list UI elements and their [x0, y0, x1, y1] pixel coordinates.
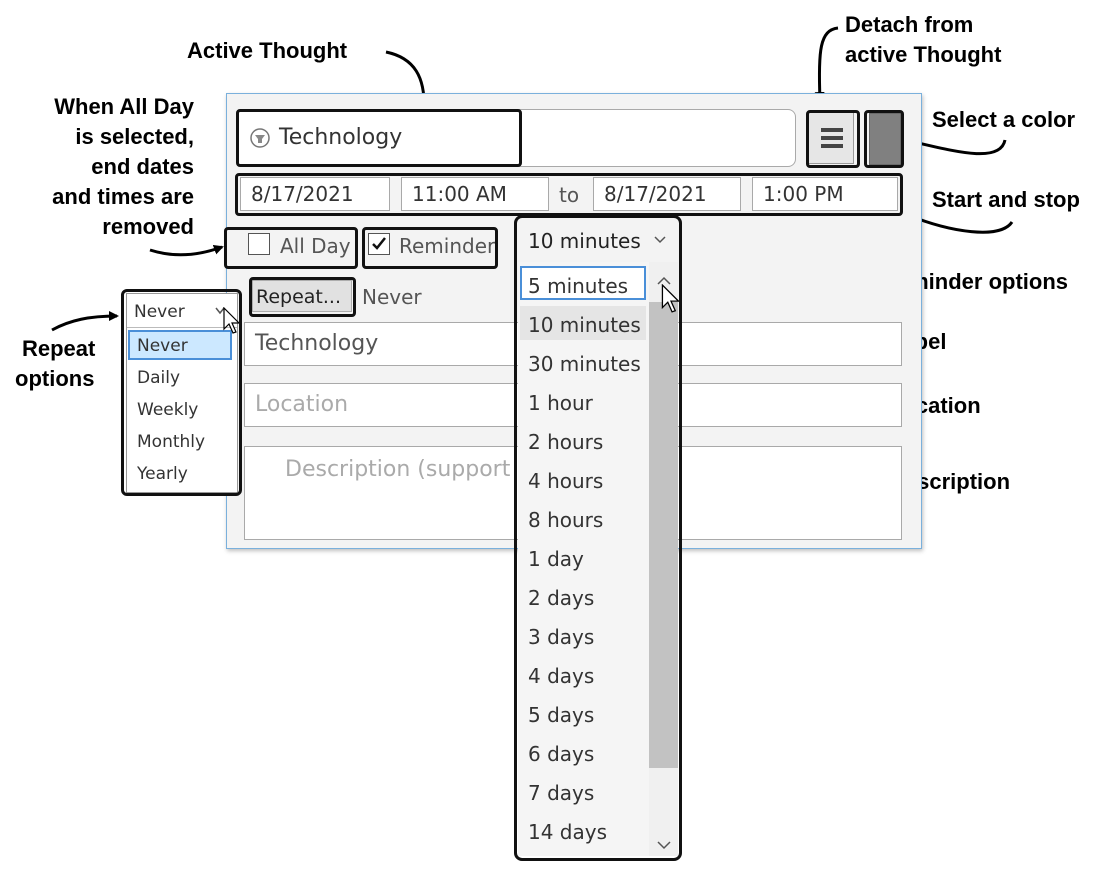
thought-icon — [250, 128, 270, 148]
repeat-option[interactable]: Weekly — [137, 400, 199, 420]
dropdown-item[interactable]: 5 days — [528, 703, 595, 727]
scroll-down-icon[interactable] — [657, 840, 671, 850]
arrow-all-day — [149, 245, 224, 257]
callout-all-day — [224, 227, 358, 269]
arrow-repeat-options — [51, 311, 119, 332]
annotation-repeat-line1: Repeat — [22, 336, 96, 361]
callout-start-stop — [235, 173, 903, 216]
repeat-dropdown: Never Never Daily Weekly Monthly Yearly — [126, 293, 238, 493]
end-date-field[interactable]: 8/17/2021 — [593, 177, 741, 211]
annotation-detach-line2: active Thought — [845, 42, 1002, 67]
start-date-field[interactable]: 8/17/2021 — [240, 177, 390, 211]
all-day-checkbox[interactable]: All Day — [246, 231, 356, 261]
repeat-option[interactable]: Daily — [137, 368, 181, 388]
annotation-detach-line1: Detach from — [845, 12, 974, 37]
reminder-combo[interactable]: 10 minutes — [518, 219, 678, 261]
dropdown-item[interactable]: 5 minutes — [528, 274, 629, 298]
repeat-option[interactable]: Monthly — [137, 432, 206, 452]
reminder-checkbox[interactable]: Reminder — [366, 231, 496, 261]
dropdown-item-hover — [520, 306, 646, 340]
repeat-value: Never — [362, 285, 422, 309]
repeat-option[interactable]: Yearly — [137, 464, 188, 484]
callout-repeat-button — [249, 277, 356, 317]
scrollbar-thumb[interactable] — [649, 302, 678, 768]
callout-repeat-dropdown — [121, 289, 242, 496]
dropdown-item[interactable]: 7 days — [528, 781, 595, 805]
annotation-select-color: Select a color — [932, 107, 1076, 132]
dropdown-item[interactable]: 30 minutes — [528, 352, 641, 376]
mouse-cursor-icon — [223, 307, 241, 334]
color-swatch-button[interactable] — [869, 113, 901, 165]
mouse-cursor-icon — [661, 284, 681, 313]
dropdown-item[interactable]: 3 days — [528, 625, 595, 649]
annotation-repeat-line2: options — [15, 366, 95, 391]
menu-icon — [821, 128, 843, 148]
repeat-combo[interactable]: Never — [127, 294, 237, 328]
to-label: to — [559, 183, 580, 207]
chevron-down-icon — [215, 307, 225, 315]
annotation-start-stop: Start and stop — [932, 187, 1080, 212]
start-time-field[interactable]: 11:00 AM — [401, 177, 549, 211]
dropdown-item[interactable]: 1 hour — [528, 391, 593, 415]
dropdown-item-focus — [520, 266, 646, 300]
arrow-detach — [814, 26, 839, 102]
repeat-option[interactable]: Never — [137, 336, 188, 356]
all-day-label: All Day — [280, 234, 351, 258]
dropdown-item[interactable]: 4 hours — [528, 469, 604, 493]
dropdown-item[interactable]: 14 days — [528, 820, 608, 844]
annotation-active-thought: Active Thought — [187, 38, 348, 63]
callout-reminder-dropdown — [514, 215, 682, 861]
callout-detach — [806, 110, 860, 168]
active-thought-name: Technology — [279, 125, 403, 150]
callout-reminder — [362, 227, 498, 269]
repeat-item-selected — [128, 330, 232, 360]
dropdown-item[interactable]: 2 days — [528, 586, 595, 610]
dropdown-item[interactable]: 2 hours — [528, 430, 604, 454]
all-day-box — [248, 233, 270, 255]
repeat-button[interactable]: Repeat... — [252, 280, 352, 312]
callout-active-thought — [236, 109, 522, 167]
end-time-field[interactable]: 1:00 PM — [752, 177, 898, 211]
reminder-scrollbar[interactable] — [649, 262, 678, 856]
reminder-dropdown-list: 5 minutes 10 minutes 30 minutes 1 hour 2… — [518, 262, 678, 856]
callout-color — [864, 110, 904, 168]
dropdown-item[interactable]: 4 days — [528, 664, 595, 688]
dropdown-item[interactable]: 10 minutes — [528, 313, 641, 337]
checkmark-icon — [372, 237, 386, 250]
chevron-down-icon — [654, 236, 666, 244]
arrow-start-stop — [906, 213, 1014, 234]
scroll-up-icon[interactable] — [657, 276, 671, 286]
annotation-all-day-note: When All Day is selected, end dates and … — [52, 94, 194, 239]
reminder-box — [368, 233, 390, 255]
dropdown-item[interactable]: 8 hours — [528, 508, 604, 532]
reminder-label: Reminder — [399, 234, 496, 258]
dropdown-item[interactable]: 6 days — [528, 742, 595, 766]
dropdown-item[interactable]: 1 day — [528, 547, 584, 571]
